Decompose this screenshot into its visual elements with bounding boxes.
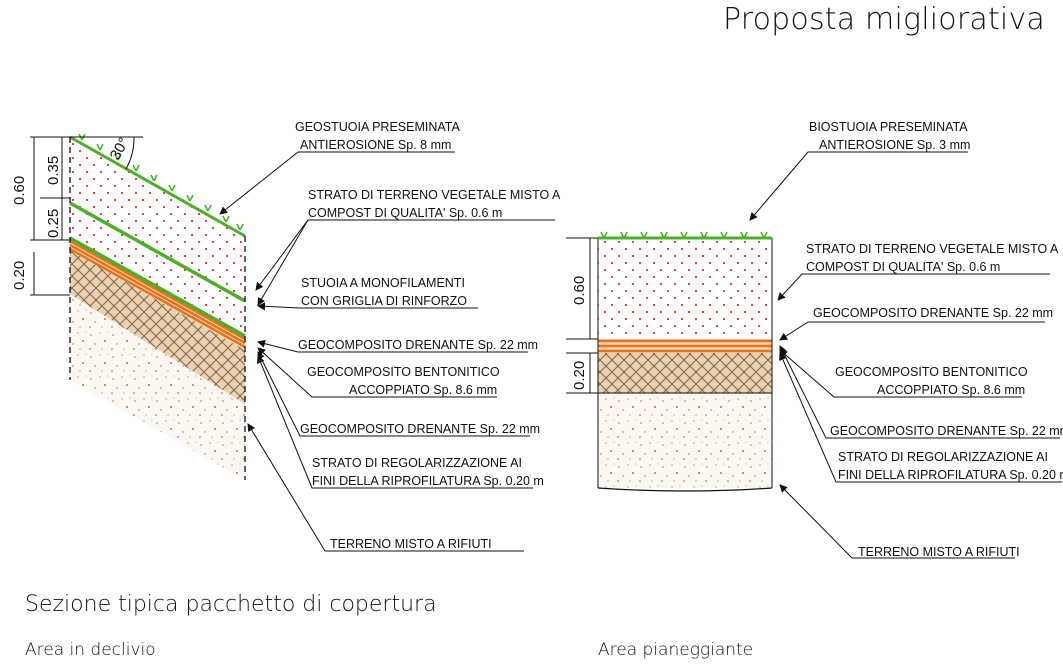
left-leaders: [219, 151, 555, 552]
section-title: Sezione tipica pacchetto di copertura: [25, 592, 437, 617]
label-terreno-veg-1: STRATO DI TERRENO VEGETALE MISTO A: [308, 188, 561, 202]
layer-regolarizzazione-right: [598, 393, 772, 488]
layer-regolarizzazione-left: [70, 294, 245, 480]
label-r-terreno-veg-1: STRATO DI TERRENO VEGETALE MISTO A: [806, 242, 1059, 256]
area-label-slope: Area in declivio: [25, 640, 156, 660]
label-geodren-1: GEOCOMPOSITO DRENANTE Sp. 22 mm: [298, 338, 538, 352]
left-dimensions: [30, 136, 70, 296]
dim-left-low: 0.20: [11, 261, 28, 290]
dim-left-total: 0.60: [11, 176, 28, 205]
area-label-flat: Area pianeggiante: [598, 640, 754, 660]
label-r-geodren-1: GEOCOMPOSITO DRENANTE Sp. 22 mm: [813, 306, 1053, 320]
label-terreno-veg-2: COMPOST DI QUALITA' Sp. 0.6 m: [308, 206, 502, 220]
layer-terreno-vegetale-right: [598, 238, 772, 339]
label-r-terreno-veg-2: COMPOST DI QUALITA' Sp. 0.6 m: [806, 260, 1000, 274]
right-leaders: [749, 151, 1062, 559]
layer-bentonitico-right: [598, 353, 772, 393]
label-r-regol-2: FINI DELLA RIPROFILATURA Sp. 0.20 m: [838, 468, 1063, 482]
label-geostuoia-1: GEOSTUOIA PRESEMINATA: [295, 120, 461, 134]
layer-bentonitico-left: [70, 250, 245, 404]
dim-left-mid: 0.25: [45, 209, 62, 238]
label-geostuoia-2: ANTIEROSIONE Sp. 8 mm: [300, 138, 451, 152]
label-stuoia-2: CON GRIGLIA DI RINFORZO: [301, 294, 467, 308]
label-r-bento-2: ACCOPPIATO Sp. 8.6 mm: [877, 383, 1025, 397]
layer-terreno-vegetale-left: [70, 137, 245, 338]
label-r-regol-1: STRATO DI REGOLARIZZAZIONE AI: [838, 450, 1048, 464]
right-dimensions: [566, 237, 598, 394]
flat-section: [597, 231, 773, 492]
slope-section: [69, 133, 246, 480]
label-r-rifiuti: TERRENO MISTO A RIFIUTI: [858, 545, 1020, 559]
label-r-geodren-2: GEOCOMPOSITO DRENANTE Sp. 22 mm: [830, 424, 1063, 438]
label-biostuoia-1: BIOSTUOIA PRESEMINATA: [809, 120, 968, 134]
page-title: Proposta migliorativa: [722, 2, 1045, 37]
label-regol-2: FINI DELLA RIPROFILATURA Sp. 0.20 m: [312, 474, 544, 488]
label-rifiuti: TERRENO MISTO A RIFIUTI: [330, 537, 492, 551]
dim-right-low: 0.20: [571, 361, 588, 390]
label-biostuoia-2: ANTIEROSIONE Sp. 3 mm: [819, 138, 970, 152]
label-r-bento-1: GEOCOMPOSITO BENTONITICO: [835, 365, 1028, 379]
label-bento-1: GEOCOMPOSITO BENTONITICO: [307, 365, 500, 379]
label-geodren-2: GEOCOMPOSITO DRENANTE Sp. 22 mm: [300, 422, 540, 436]
label-stuoia-1: STUOIA A MONOFILAMENTI: [301, 276, 465, 290]
layer-stuoia-left: [69, 201, 246, 303]
layer-geostuoia-left: [69, 135, 246, 238]
label-bento-2: ACCOPPIATO Sp. 8.6 mm: [349, 383, 497, 397]
dim-right-top: 0.60: [571, 276, 588, 305]
label-regol-1: STRATO DI REGOLARIZZAZIONE AI: [312, 456, 522, 470]
dim-left-top: 0.35: [45, 156, 62, 185]
